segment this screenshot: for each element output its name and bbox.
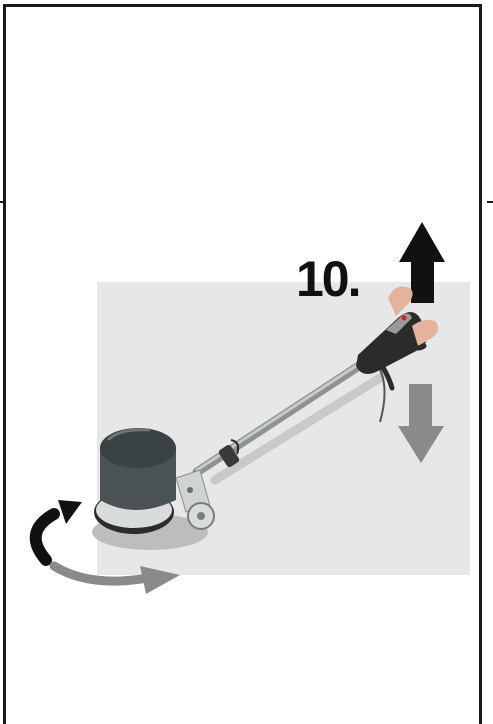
power-indicator-icon — [402, 316, 407, 321]
motor-housing — [100, 428, 176, 510]
arrow-down-icon — [398, 384, 444, 463]
rotate-right-icon — [54, 566, 180, 594]
tube-shadow — [215, 378, 380, 480]
step-number: 10. — [296, 254, 360, 304]
rotate-counterclockwise-icon — [36, 500, 82, 560]
